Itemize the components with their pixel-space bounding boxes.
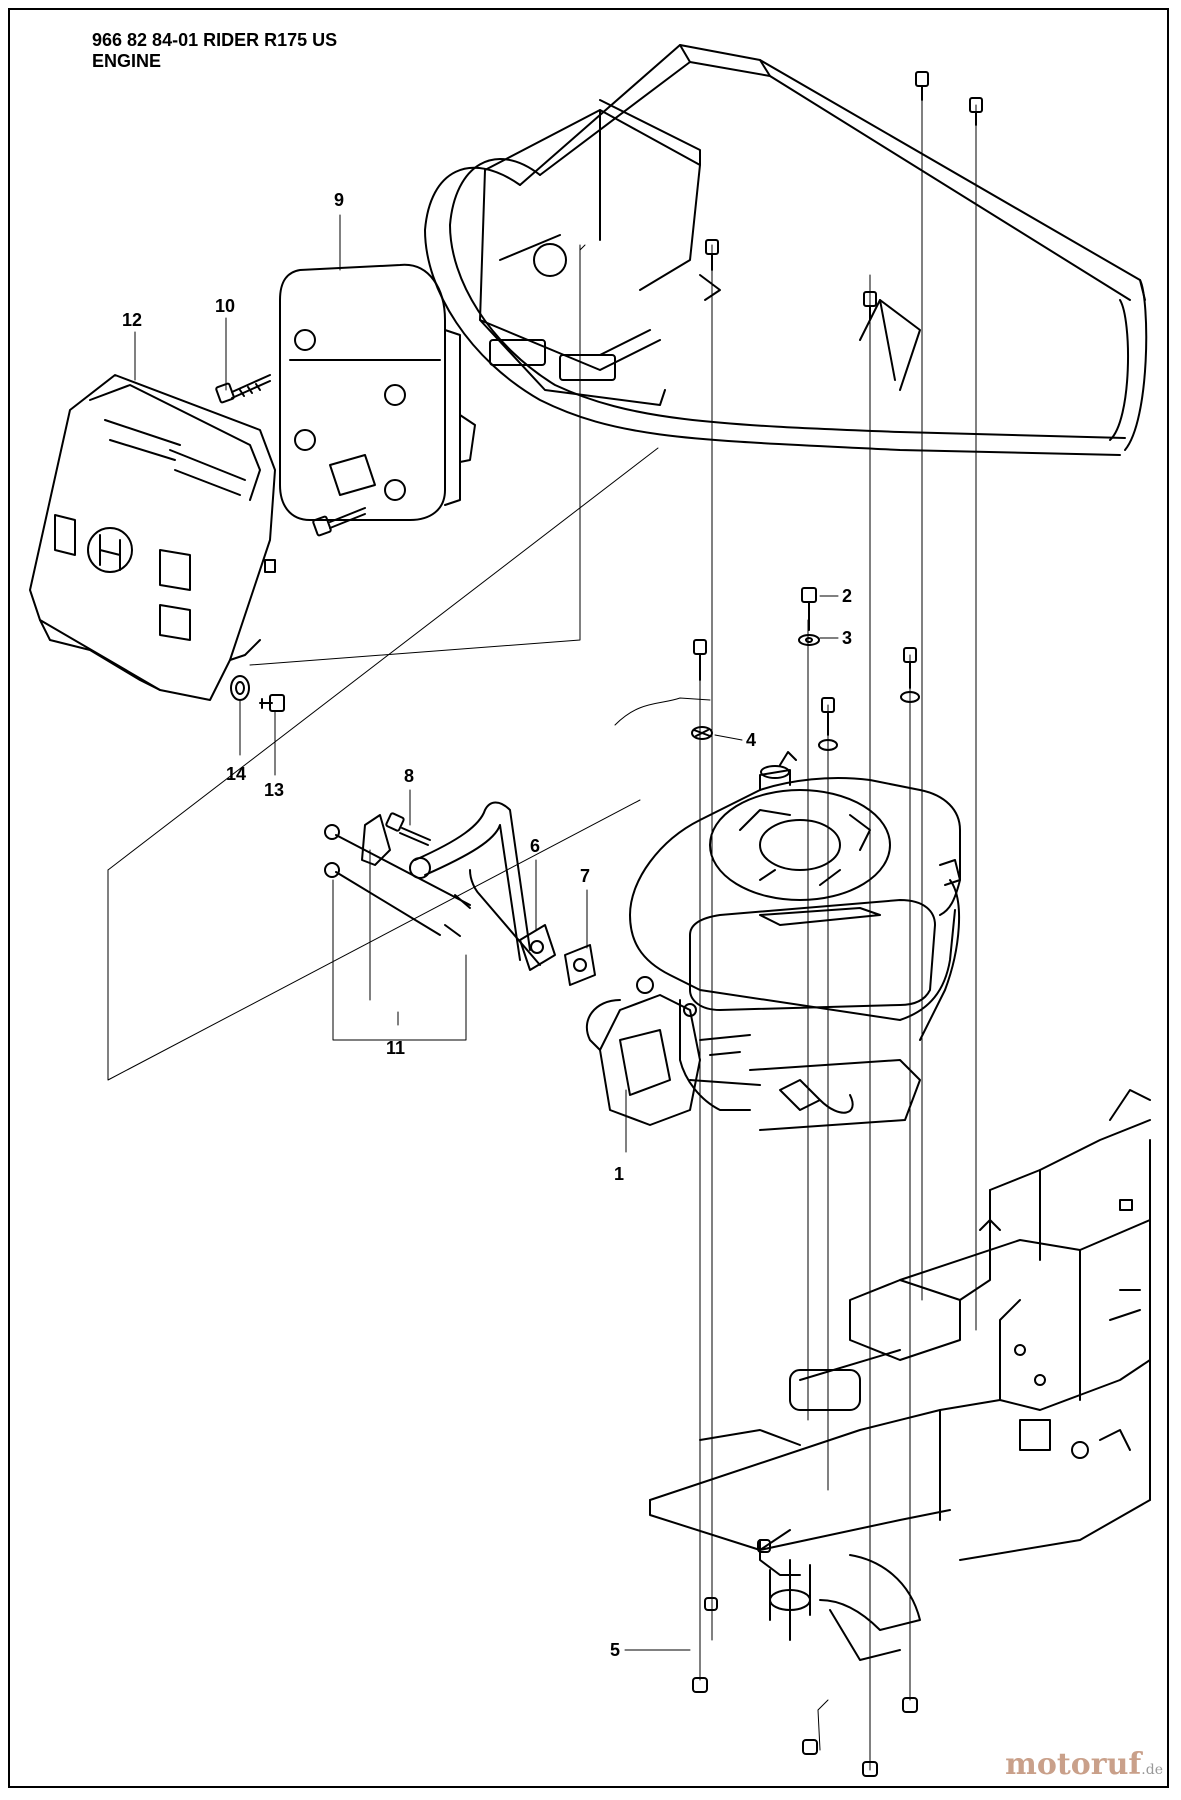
mounting-bracket [479, 109, 721, 406]
leader-lines [134, 214, 839, 1651]
callout-7: 7 [580, 866, 590, 886]
watermark-brand: motoruf [1005, 1747, 1142, 1782]
callout-9: 9 [334, 190, 344, 210]
wire-harness [614, 697, 711, 726]
shield-lower-bolt [312, 507, 366, 537]
callout-8: 8 [404, 766, 414, 786]
chassis-frame [649, 1089, 1151, 1661]
part-11-clamp-kit [324, 814, 471, 937]
engine-mount-bolts [693, 639, 920, 751]
frame-mounting-bolts [705, 71, 983, 321]
part-12-muffler-cover [29, 374, 276, 701]
callout-3: 3 [842, 628, 852, 648]
watermark-suffix: .de [1141, 1762, 1163, 1778]
callout-12: 12 [122, 310, 142, 330]
callout-14: 14 [226, 764, 246, 784]
part-14-washer [230, 675, 250, 701]
part-3-washer [798, 634, 820, 646]
reference-lines [107, 244, 659, 1081]
diagram-header: 966 82 84-01 RIDER R175 US ENGINE [92, 30, 337, 72]
part-8-bolt [385, 812, 431, 846]
watermark-logo: motoruf.de [1005, 1747, 1163, 1782]
alignment-lines [699, 94, 977, 1771]
callout-10: 10 [215, 296, 235, 316]
part-4-washer [691, 726, 713, 740]
callout-6: 6 [530, 836, 540, 856]
callout-1: 1 [614, 1164, 624, 1184]
part-2-bolt [801, 587, 817, 631]
part-13-bolt [259, 694, 285, 712]
exhaust-pipe [409, 801, 541, 966]
part-7-gasket [564, 944, 596, 986]
part-5-nut [692, 1677, 708, 1693]
diagram-frame [8, 8, 1169, 1788]
lower-nuts [704, 1539, 918, 1777]
part-9-heat-shield [279, 263, 476, 521]
front-frame [424, 44, 1148, 456]
callout-2: 2 [842, 586, 852, 606]
part-number-title: 966 82 84-01 RIDER R175 US [92, 30, 338, 50]
part-1-engine [585, 751, 961, 1131]
callout-11: 11 [386, 1038, 405, 1058]
part-10-bolt [215, 374, 271, 404]
part-6-gasket-flange [519, 924, 556, 971]
callout-13: 13 [264, 780, 284, 800]
section-title: ENGINE [92, 51, 162, 71]
callout-4: 4 [746, 730, 756, 750]
callout-5: 5 [610, 1640, 620, 1660]
